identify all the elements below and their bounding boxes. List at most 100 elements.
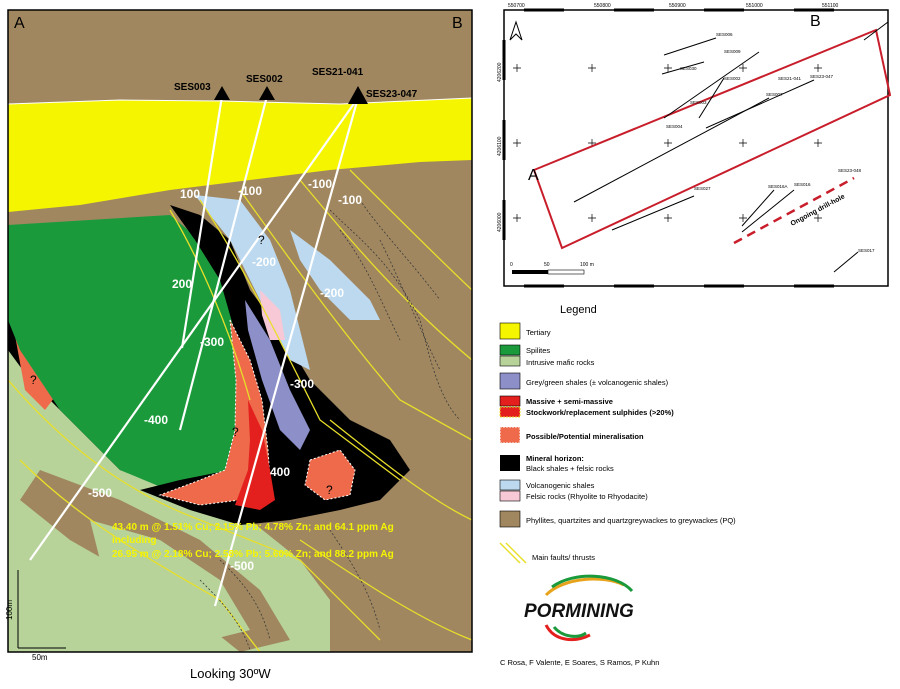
depth-label: -200: [252, 255, 276, 269]
view-caption: Looking 30ºW: [190, 666, 271, 681]
svg-text:551000: 551000: [746, 3, 763, 9]
fault-symbol-icon: [499, 542, 527, 564]
legend-panel: Legend Tertiary Spilites Intrusive mafic…: [494, 295, 900, 684]
svg-text:SES030: SES030: [680, 66, 697, 71]
legend-label: Main faults/ thrusts: [532, 553, 595, 562]
map-ticks: [502, 8, 834, 288]
depth-label: -500: [230, 559, 254, 573]
svg-text:4206100: 4206100: [497, 136, 503, 156]
svg-text:SES002: SES002: [724, 76, 741, 81]
svg-text:SES009: SES009: [724, 49, 741, 54]
depth-label: -100: [308, 177, 332, 191]
svg-text:SES23-048: SES23-048: [838, 168, 862, 173]
company-name: PORMINING: [524, 601, 634, 622]
svg-text:551100: 551100: [822, 3, 839, 9]
swatch-tertiary: [499, 322, 521, 340]
north-arrow-icon: [509, 20, 523, 41]
swatch-pq: [499, 510, 521, 528]
legend-label: Felsic rocks (Rhyolite to Rhyodacite): [526, 492, 648, 501]
fault-lines: [8, 169, 472, 652]
swatch-potential: [499, 426, 521, 444]
potential-mineralisation: [158, 319, 271, 506]
depth-label: 400: [270, 465, 290, 479]
svg-text:0: 0: [510, 262, 513, 268]
swatch-massive: [499, 395, 521, 407]
scale-horizontal-label: 50m: [32, 653, 48, 662]
svg-text:SES21-041: SES21-041: [778, 76, 802, 81]
svg-text:4206000: 4206000: [497, 212, 503, 232]
hole-label: SES23-047: [366, 89, 418, 100]
legend-label: Black shales + felsic rocks: [526, 464, 614, 473]
mafic-band: [90, 520, 250, 640]
legend-label: Spilites: [526, 346, 550, 355]
scale-vertical-label: 100m: [5, 600, 14, 620]
question-marks: ? ? ? ?: [30, 233, 333, 497]
map-corner-b: B: [810, 13, 821, 30]
swatch-grey-shales: [499, 372, 521, 390]
spilites-unit: [8, 215, 250, 495]
map-frame: [503, 9, 889, 287]
collar-icon: [259, 86, 275, 100]
hole-label: SES002: [246, 74, 283, 85]
map-top-coords: 550700 550800 550900 551000 551100: [508, 3, 839, 9]
hole-label: SES21-041: [312, 67, 364, 78]
massive-sulphides: [235, 400, 275, 510]
depth-labels: 100 -100 -100 -100 -200 200 -200 -300 -3…: [88, 177, 362, 573]
svg-text:SES027: SES027: [694, 186, 711, 191]
svg-text:550900: 550900: [669, 3, 686, 9]
authors: C Rosa, F Valente, E Soares, S Ramos, P …: [500, 658, 659, 667]
legend-label: Volcanogenic shales: [526, 481, 595, 490]
scale-bar: 100m 50m: [5, 570, 66, 662]
plan-map-panel: 550700 550800 550900 551000 551100 42062…: [494, 0, 900, 290]
svg-text:SES003: SES003: [690, 100, 707, 105]
svg-text:100 m: 100 m: [580, 262, 594, 268]
legend-title: Legend: [560, 304, 597, 316]
volcanogenic-shales-right: [290, 230, 380, 320]
drill-traces: [29, 95, 360, 607]
depth-label: 200: [172, 277, 192, 291]
svg-text:SES016: SES016: [794, 182, 811, 187]
grey-green-shales: [245, 300, 310, 450]
swatch-spilites: [499, 344, 521, 356]
legend-svg: Legend Tertiary Spilites Intrusive mafic…: [499, 304, 736, 667]
section-frame: [7, 9, 473, 653]
svg-text:50: 50: [544, 262, 550, 268]
depth-label: -100: [238, 184, 262, 198]
swatch-stockwork: [499, 406, 521, 418]
swatch-black-horizon: [500, 455, 520, 471]
cross-section-svg: A B SES003 SES002 SES21-041 SES23-047 10…: [5, 9, 473, 681]
map-hole-labels: SES006 SES030 SES009 SES002 SES003 SES00…: [666, 32, 875, 253]
map-scale: 0 50 100 m: [510, 262, 594, 275]
legend-label: Intrusive mafic rocks: [526, 358, 595, 367]
depth-label: -300: [290, 377, 314, 391]
intercept-line1: 43.40 m @ 1.51% Cu; 2.15% Pb; 4.78% Zn; …: [112, 522, 394, 533]
depth-label: -100: [338, 193, 362, 207]
svg-text:SES004: SES004: [666, 124, 683, 129]
svg-text:550800: 550800: [594, 3, 611, 9]
depth-label: -500: [88, 486, 112, 500]
swatch-felsic: [499, 490, 521, 502]
legend-label: Mineral horizon:: [526, 454, 584, 463]
swatch-volcanogenic: [499, 479, 521, 491]
ongoing-drill-trace: [733, 176, 855, 245]
cross-section-panel: A B SES003 SES002 SES21-041 SES23-047 10…: [5, 9, 473, 681]
qmark: ?: [326, 483, 333, 497]
intercept-line3: 26.95 m @ 2.18% Cu; 2.58% Pb; 5.60% Zn; …: [112, 549, 394, 560]
svg-text:550700: 550700: [508, 3, 525, 9]
depth-label: -300: [200, 335, 224, 349]
section-line-box: [532, 28, 892, 250]
grid-crosses: [513, 64, 822, 222]
svg-text:SES017: SES017: [858, 248, 875, 253]
hole-label: SES003: [174, 82, 211, 93]
collar-icon: [348, 86, 368, 104]
svg-text:SES006: SES006: [716, 32, 733, 37]
intercept-line2: including: [112, 535, 156, 546]
map-corner-a: A: [528, 167, 539, 184]
legend-label: Phyllites, quartzites and quartzgreywack…: [526, 516, 736, 525]
legend-label: Massive + semi-massive: [526, 397, 613, 406]
depth-label: -200: [320, 286, 344, 300]
collar-icon: [214, 86, 230, 100]
felsic-rocks: [260, 290, 285, 340]
legend-label: Possible/Potential mineralisation: [526, 432, 644, 441]
potential-right: [304, 449, 356, 501]
